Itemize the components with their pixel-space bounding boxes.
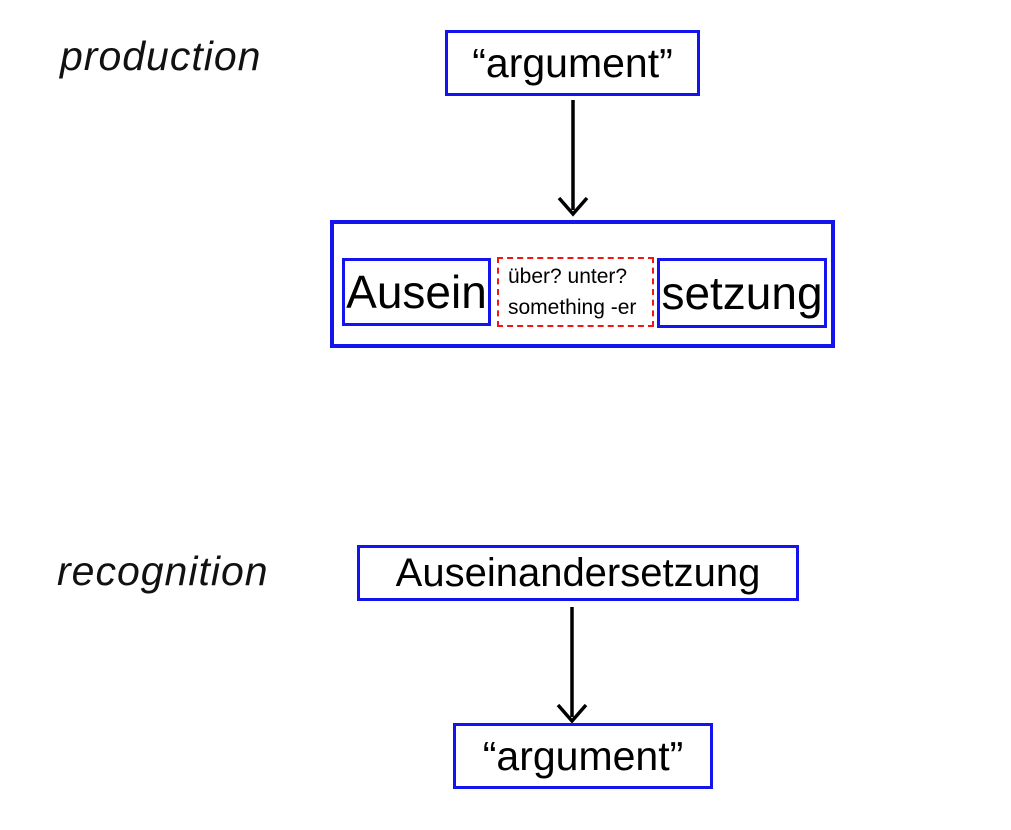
- recognition-output-word: “argument”: [482, 732, 684, 779]
- decomposition-right-part: setzung: [661, 267, 823, 319]
- decomposition-outer-box: Ausein über? unter? something -er setzun…: [330, 220, 835, 348]
- recognition-full-word: Auseinandersetzung: [395, 550, 761, 595]
- uncertain-line-1: über? unter?: [508, 265, 628, 288]
- production-input-word-box: “argument”: [445, 30, 700, 96]
- recognition-label: recognition: [57, 548, 269, 594]
- recognition-arrow-down-icon: [556, 607, 588, 724]
- production-arrow-down-icon: [557, 100, 589, 217]
- decomposition-uncertain-box: über? unter? something -er: [497, 257, 654, 327]
- production-input-word: “argument”: [472, 39, 673, 86]
- decomposition-left-part-box: Ausein: [342, 258, 491, 326]
- decomposition-left-part: Ausein: [346, 266, 487, 318]
- decomposition-right-part-box: setzung: [657, 258, 827, 328]
- production-label: production: [60, 33, 262, 79]
- uncertain-line-2: something -er: [508, 296, 637, 319]
- recognition-output-word-box: “argument”: [453, 723, 713, 789]
- recognition-full-word-box: Auseinandersetzung: [357, 545, 799, 601]
